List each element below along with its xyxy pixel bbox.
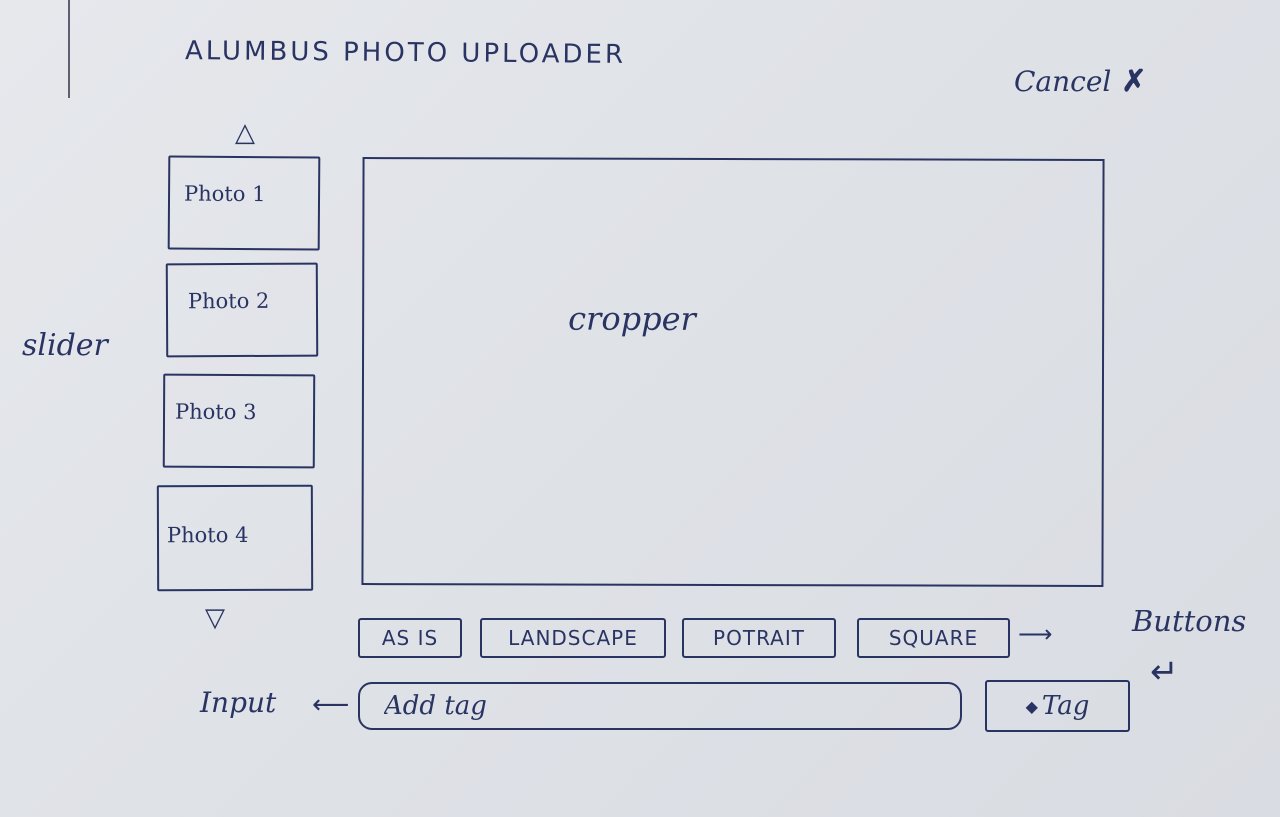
photo-slider: △ Photo 1 Photo 2 Photo 3 Photo 4 ▽ <box>150 118 330 638</box>
slider-up-icon[interactable]: △ <box>235 118 255 148</box>
annotation-input: Input <box>200 686 277 719</box>
add-tag-input[interactable] <box>358 682 962 730</box>
tag-button-label: Tag <box>1041 691 1090 721</box>
annotation-buttons: Buttons <box>1132 604 1247 638</box>
landscape-button[interactable]: LANDSCAPE <box>480 618 666 658</box>
cropper-label: cropper <box>568 299 696 338</box>
cancel-label: Cancel <box>1014 65 1112 98</box>
photo-thumbnail-label: Photo 2 <box>187 288 270 314</box>
as-is-button[interactable]: AS IS <box>358 618 462 658</box>
photo-thumbnail[interactable]: Photo 4 <box>156 484 314 592</box>
photo-thumbnail-label: Photo 4 <box>166 522 249 548</box>
photo-thumbnail[interactable]: Photo 1 <box>167 155 321 251</box>
photo-thumbnail[interactable]: Photo 2 <box>165 262 319 358</box>
tag-icon: ◆ <box>1025 696 1038 716</box>
slider-down-icon[interactable]: ▽ <box>205 603 225 633</box>
annotation-slider: slider <box>22 328 108 363</box>
photo-thumbnail[interactable]: Photo 3 <box>162 373 316 469</box>
input-arrow-icon: ⟵ <box>312 690 350 720</box>
photo-thumbnail-label: Photo 3 <box>174 399 257 425</box>
cancel-button[interactable]: Cancel ✗ <box>1014 64 1147 99</box>
square-button[interactable]: SQUARE <box>857 618 1010 658</box>
close-icon: ✗ <box>1121 64 1147 99</box>
app-title: ALUMBUS PHOTO UPLOADER <box>184 36 627 70</box>
portrait-button[interactable]: POTRAIT <box>682 618 836 658</box>
photo-thumbnail-label: Photo 1 <box>183 181 266 207</box>
image-cropper[interactable]: cropper <box>361 157 1105 587</box>
paper-margin-line <box>68 0 70 98</box>
buttons-arrow-icon: ⟶ <box>1018 620 1053 648</box>
bend-arrow-icon: ↵ <box>1150 652 1179 692</box>
add-tag-button[interactable]: ◆ Tag <box>985 680 1130 732</box>
